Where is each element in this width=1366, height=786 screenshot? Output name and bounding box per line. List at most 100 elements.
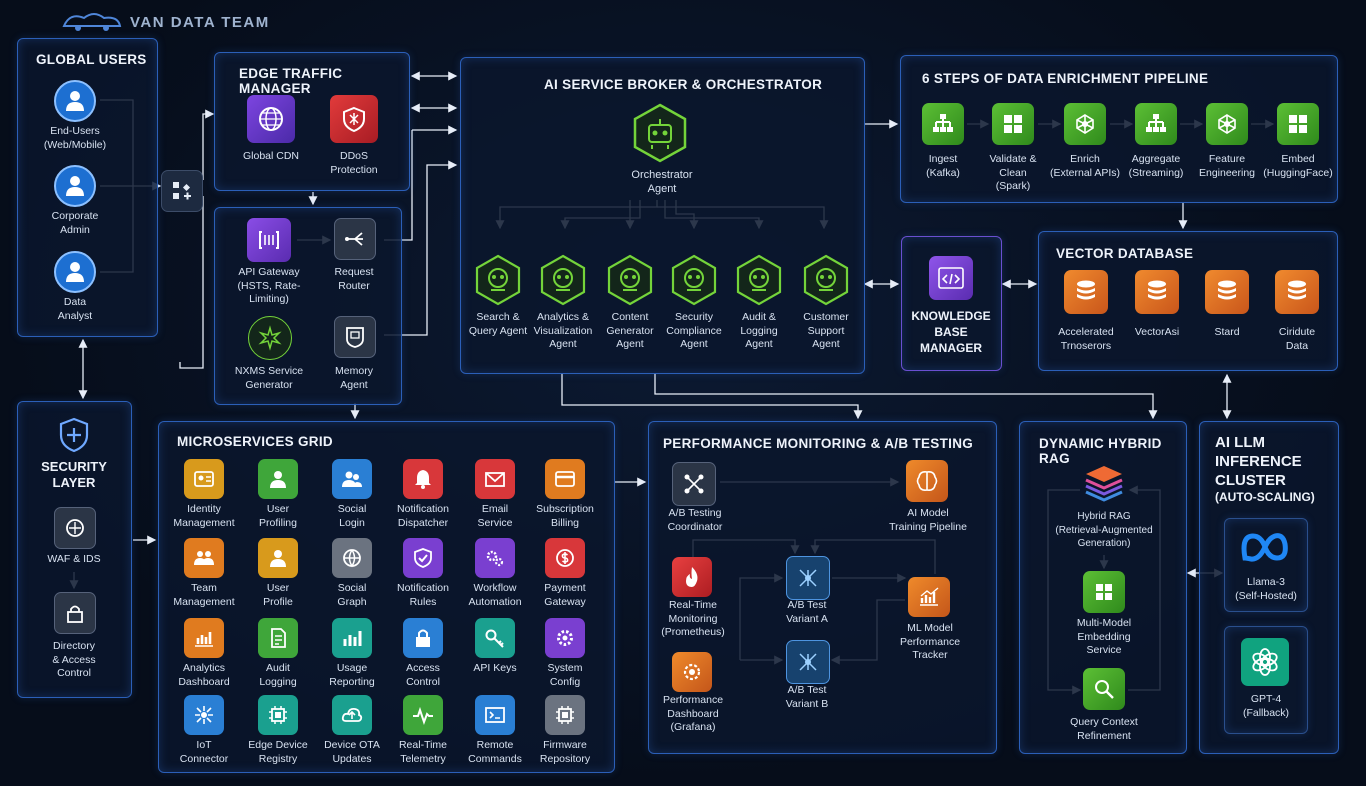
network-icon[interactable] [1206,103,1248,145]
doc-icon[interactable] [258,618,298,658]
agent-robot-icon[interactable] [539,254,587,311]
id-card-icon[interactable] [184,459,224,499]
ml-tracker-icon [908,577,950,617]
agent-label: Audit & Logging Agent [740,311,778,350]
microservice-label: Social Graph [337,582,367,608]
users-icon[interactable] [332,459,372,499]
microservices-panel: MICROSERVICES GRID [158,421,615,773]
dashboard-gear-icon [672,652,712,692]
chip-icon[interactable] [258,695,298,735]
llm-title: AI LLM INFERENCE CLUSTER [1215,434,1302,489]
microservice-label: Notification Rules [397,582,449,608]
agent-robot-icon[interactable] [606,254,654,311]
hierarchy-icon[interactable] [922,103,964,145]
database-icon[interactable] [1064,270,1108,314]
variant-b-label: A/B Test Variant B [785,684,829,710]
gear-icon[interactable] [545,618,585,658]
router-label: Request Router [334,266,374,292]
database-icon[interactable] [1205,270,1249,314]
gears-icon[interactable] [475,538,515,578]
microservice-label: Social Login [337,503,367,529]
microservices-title: MICROSERVICES GRID [177,434,333,449]
pipeline-title: 6 STEPS OF DATA ENRICHMENT PIPELINE [922,71,1209,86]
knowledge-title: KNOWLEDGE BASE MANAGER [911,309,991,355]
query-search-icon [1083,668,1125,710]
user-icon[interactable] [258,538,298,578]
api-gateway-icon [247,218,291,262]
dollar-icon[interactable] [545,538,585,578]
user-icon[interactable] [258,459,298,499]
nxms-generator-icon [248,316,292,360]
broker-title: AI SERVICE BROKER & ORCHESTRATOR [544,77,823,92]
database-icon[interactable] [1135,270,1179,314]
ab-coordinator-icon [672,462,716,506]
user-avatar-icon [54,165,96,207]
user-label: End-Users (Web/Mobile) [43,125,107,151]
pipeline-step-label: Enrich (External APIs) [1049,153,1121,179]
bell-icon[interactable] [403,459,443,499]
microservice-label: System Config [547,662,583,688]
pipeline-panel: 6 STEPS OF DATA ENRICHMENT PIPELINE [900,55,1338,203]
layers-icon [1082,460,1126,509]
pipeline-step-label: Aggregate (Streaming) [1128,153,1184,179]
agent-robot-icon[interactable] [802,254,850,311]
variant-a-icon [786,556,830,600]
lock-icon[interactable] [403,618,443,658]
vector-item-label: VectorAsi [1134,326,1180,338]
bars-icon[interactable] [332,618,372,658]
embedding-label: Multi-Model Embedding Service [1076,617,1132,656]
network-icon[interactable] [1064,103,1106,145]
database-icon[interactable] [1275,270,1319,314]
merge-icon [161,170,203,212]
cloud-icon[interactable] [332,695,372,735]
agent-label: Search & Query Agent [468,311,528,337]
agent-label: Security Compliance Agent [666,311,722,350]
microservice-label: Subscription Billing [536,503,594,529]
security-shield-icon [58,417,90,458]
mail-icon[interactable] [475,459,515,499]
llama-card[interactable] [1224,518,1308,612]
globe-icon [247,95,295,143]
security-title: SECURITY LAYER [41,459,107,490]
orchestrator-robot-icon [632,103,688,168]
iot-icon[interactable] [184,695,224,735]
embedding-icon [1083,571,1125,613]
openai-icon [1241,638,1289,686]
agent-robot-icon[interactable] [735,254,783,311]
cdn-label: Global CDN [242,150,300,162]
microservice-label: Analytics Dashboard [178,662,230,688]
ab-coordinator-label: A/B Testing Coordinator [667,507,723,533]
grid-icon[interactable] [1277,103,1319,145]
pulse-icon[interactable] [403,695,443,735]
terminal-icon[interactable] [475,695,515,735]
llm-subtitle: (AUTO-SCALING) [1215,490,1315,504]
variant-a-label: A/B Test Variant A [786,599,828,625]
memory-label: Memory Agent [335,365,373,391]
chart-icon[interactable] [184,618,224,658]
pipeline-step-label: Embed (HuggingFace) [1263,153,1333,179]
grid-icon[interactable] [992,103,1034,145]
user-label: Data Analyst [57,296,93,322]
agent-robot-icon[interactable] [670,254,718,311]
gpt-label: GPT-4 (Fallback) [1242,693,1290,719]
meta-icon [1239,530,1291,569]
brain-icon [906,460,948,502]
hierarchy-icon[interactable] [1135,103,1177,145]
globe-icon[interactable] [332,538,372,578]
hybrid-label: Hybrid RAG (Retrieval-Augmented Generati… [1055,511,1153,549]
brand-logo [60,8,124,34]
vector-title: VECTOR DATABASE [1056,246,1194,261]
shield-icon[interactable] [403,538,443,578]
key-icon[interactable] [475,618,515,658]
ddos-shield-icon [330,95,378,143]
query-label: Query Context Refinement [1070,716,1138,742]
orchestrator-label: Orchestrator Agent [631,169,693,195]
pipeline-step-label: Validate & Clean (Spark) [989,153,1037,192]
agent-robot-icon[interactable] [474,254,522,311]
waf-label: WAF & IDS [47,553,101,565]
api-gateway-label: API Gateway (HSTS, Rate- Limiting) [237,266,301,305]
ml-tracker-label: ML Model Performance Tracker [899,622,961,661]
chip-icon[interactable] [545,695,585,735]
card-icon[interactable] [545,459,585,499]
team-icon[interactable] [184,538,224,578]
